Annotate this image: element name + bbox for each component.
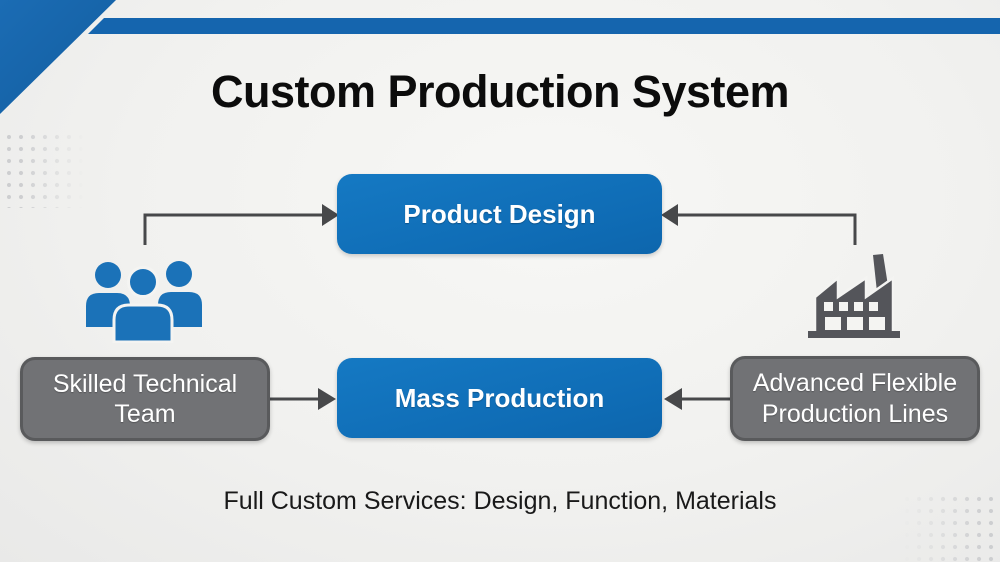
node-advanced-flexible-production-lines: Advanced Flexible Production Lines bbox=[730, 356, 980, 441]
dots-pattern-left bbox=[0, 128, 84, 208]
node-mass-production: Mass Production bbox=[337, 358, 662, 438]
factory-icon bbox=[806, 250, 902, 340]
node-skilled-technical-team: Skilled Technical Team bbox=[20, 357, 270, 441]
page-title: Custom Production System bbox=[210, 66, 790, 117]
top-stripe-decoration bbox=[88, 18, 1000, 34]
team-people-icon bbox=[84, 261, 205, 344]
node-product-design: Product Design bbox=[337, 174, 662, 254]
slide-caption: Full Custom Services: Design, Function, … bbox=[223, 487, 777, 515]
dots-pattern-right bbox=[898, 490, 1000, 562]
